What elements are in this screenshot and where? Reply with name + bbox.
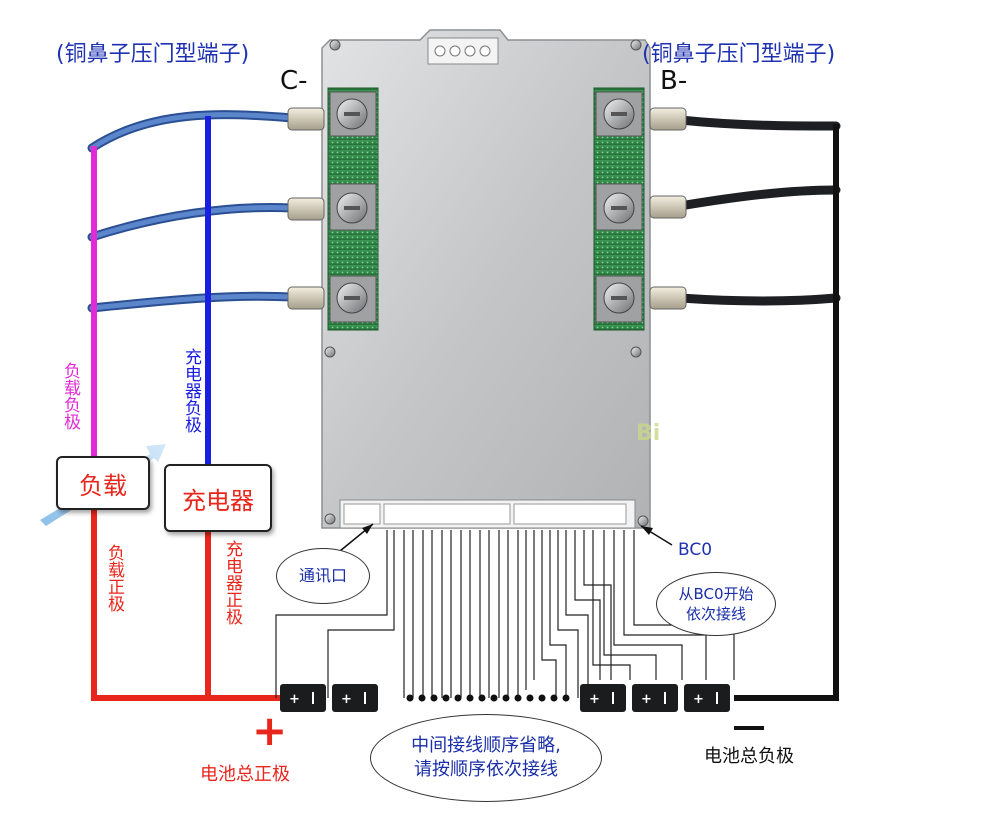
mount-screw-icon — [630, 39, 642, 51]
battery-total-positive-label: 电池总正极 — [200, 764, 290, 785]
balance-connector — [339, 499, 636, 529]
balance-wires — [275, 530, 735, 698]
battery-cell-icon: + — [684, 684, 730, 712]
terminal-bolt-icon — [336, 98, 635, 314]
minus-symbol — [734, 726, 764, 730]
b-minus-label: B- — [660, 66, 688, 96]
pointer-arrowhead-icon — [641, 526, 653, 535]
load-negative-label: 负载负极 — [60, 362, 80, 430]
battery-cell-icon: + — [280, 684, 326, 712]
battery-cell-icon: + — [332, 684, 378, 712]
mount-screw-icon — [324, 346, 336, 358]
svg-text:+: + — [589, 692, 600, 707]
c-minus-label: C- — [280, 66, 308, 96]
svg-text:+: + — [341, 692, 352, 707]
load-positive-label: 负载正极 — [104, 544, 124, 612]
battery-total-negative-label: 电池总负极 — [704, 746, 794, 767]
middle-note-line1: 中间接线顺序省略, — [411, 735, 561, 756]
battery-cells: + + + + + — [280, 684, 730, 712]
bc0-start-bubble: 从BC0开始 依次接线 — [656, 572, 776, 636]
middle-note-bubble: 中间接线顺序省略, 请按顺序依次接线 — [370, 714, 602, 802]
load-box: 负载 — [56, 456, 150, 510]
charger-box: 充电器 — [164, 464, 272, 532]
comm-port-label: 通讯口 — [298, 566, 347, 585]
battery-cell-icon: + — [580, 684, 626, 712]
svg-text:+: + — [641, 692, 652, 707]
terminal-note-left: (铜鼻子压门型端子) — [56, 42, 250, 67]
bc0-label: BC0 — [678, 540, 713, 560]
mount-screw-icon — [324, 513, 336, 525]
copper-lug-icon — [649, 107, 687, 310]
mount-screw-icon — [637, 515, 649, 527]
mount-screw-icon — [630, 346, 642, 358]
mount-screw-icon — [329, 39, 341, 51]
watermark: Bi — [636, 421, 660, 446]
svg-text:+: + — [289, 692, 300, 707]
charger-positive-label: 充电器正极 — [222, 540, 242, 625]
terminal-note-right: (铜鼻子压门型端子) — [642, 42, 836, 67]
battery-negative-bus — [734, 124, 839, 701]
comm-port-bubble: 通讯口 — [276, 548, 370, 604]
omitted-cells-dots — [406, 694, 570, 702]
pointer-arrowhead-icon — [362, 524, 373, 534]
bc0-start-line2: 依次接线 — [685, 605, 746, 623]
blue-cables-left — [87, 110, 297, 313]
middle-note-line2: 请按顺序依次接线 — [414, 759, 558, 780]
black-cables-right — [675, 115, 841, 306]
svg-text:+: + — [693, 692, 704, 707]
plus-symbol: + — [252, 706, 288, 755]
copper-lug-icon — [287, 107, 325, 310]
bc0-start-line1: 从BC0开始 — [678, 585, 754, 603]
battery-cell-icon: + — [632, 684, 678, 712]
charger-negative-label: 充电器负极 — [181, 348, 201, 433]
